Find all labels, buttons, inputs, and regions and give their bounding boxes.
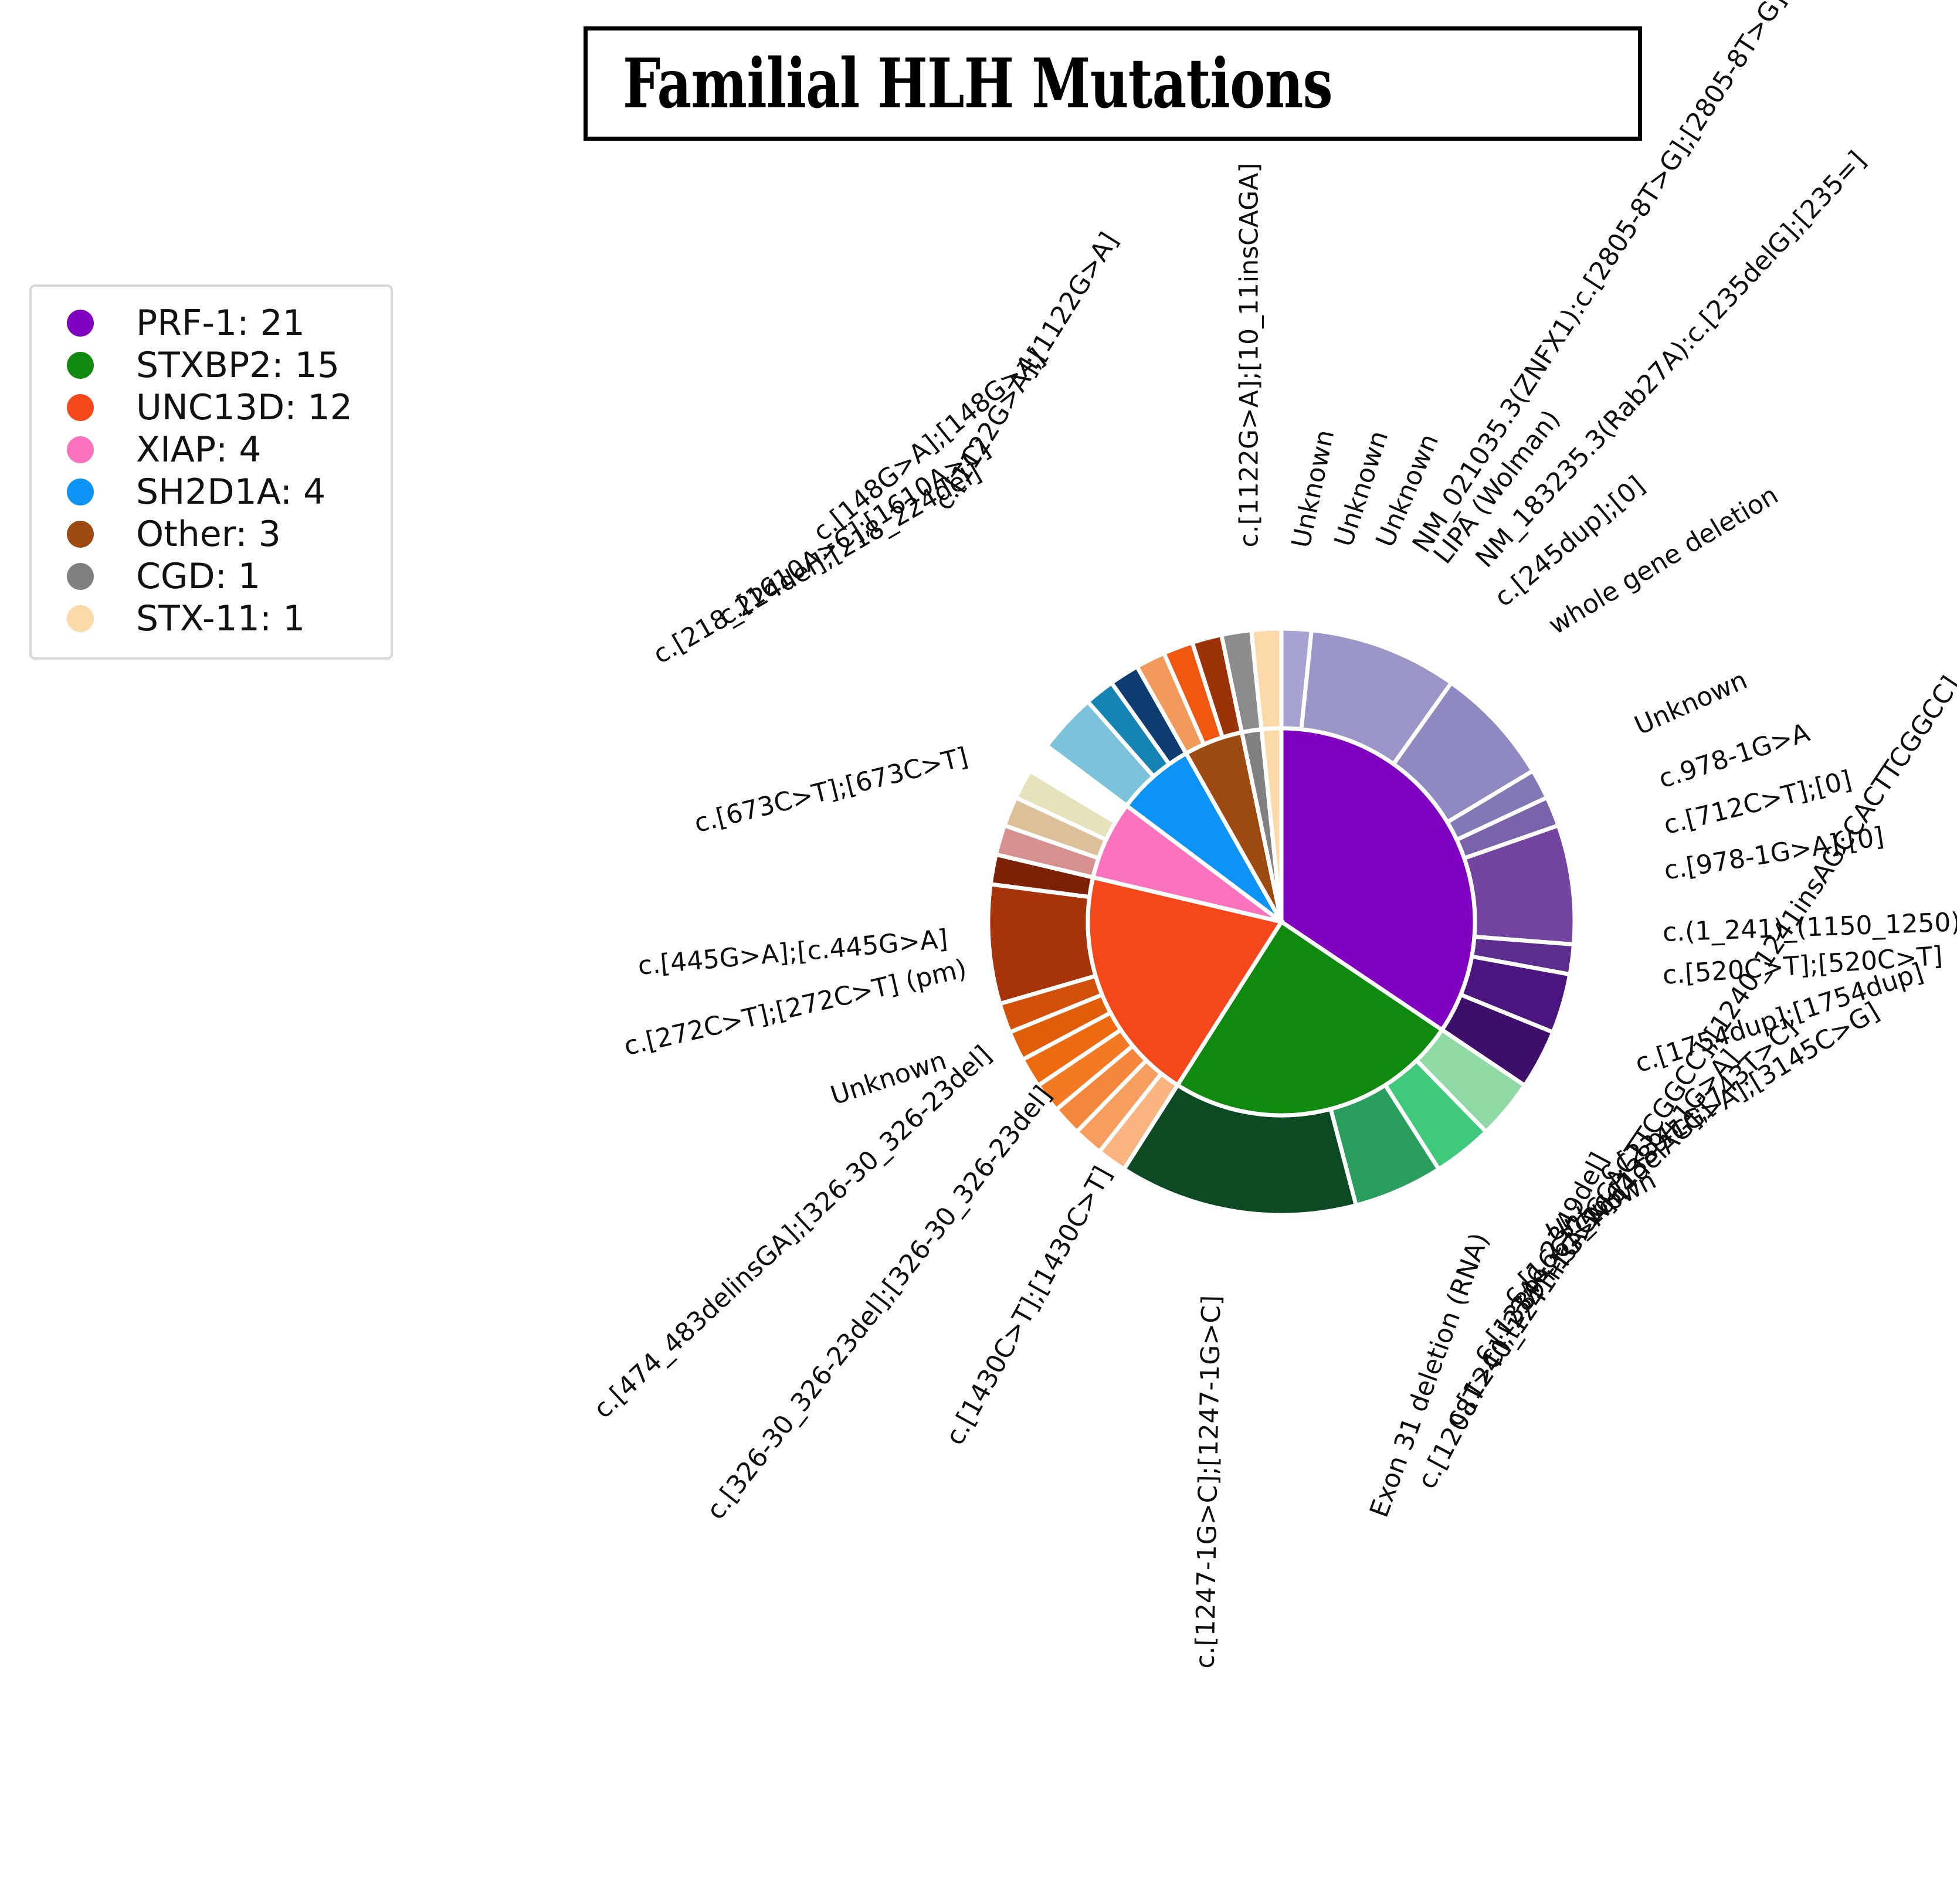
legend-item-stxbp2[interactable]: STXBP2: 15 (49, 344, 373, 386)
legend-swatch-icon (67, 352, 94, 379)
legend-item-unc13d[interactable]: UNC13D: 12 (49, 386, 373, 429)
chart-title-box: Familial HLH Mutations (584, 26, 1642, 141)
legend-swatch-icon (67, 521, 94, 548)
legend-swatch-icon (67, 478, 94, 505)
legend-item-label: XIAP: 4 (136, 429, 262, 470)
inner-wedge-2[interactable]: UNC13D: 12 (1086, 874, 1285, 1088)
legend-item-label: Other: 3 (136, 514, 281, 555)
legend-swatch-icon (67, 310, 94, 337)
inner-wedge-7[interactable]: STX-11: 1 (1259, 726, 1284, 922)
legend-item-label: CGD: 1 (136, 556, 261, 597)
legend-item-cgd[interactable]: CGD: 1 (49, 555, 373, 598)
legend-item-label: STX-11: 1 (136, 598, 306, 639)
sunburst-callout-label: c.[1122G>A];[10_11insCAGA] (1234, 162, 1264, 548)
inner-wedge-0[interactable]: PRF-1: 21 (1279, 726, 1477, 1033)
legend-item-label: UNC13D: 12 (136, 387, 352, 428)
legend-item-xiap[interactable]: XIAP: 4 (49, 429, 373, 471)
inner-wedge-1[interactable]: STXBP2: 15 (1175, 919, 1445, 1118)
legend-swatch-icon (67, 436, 94, 463)
legend-swatch-icon (67, 605, 94, 632)
legend-swatch-icon (67, 563, 94, 590)
legend-item-label: STXBP2: 15 (136, 345, 340, 386)
legend-item-sh2d1a[interactable]: SH2D1A: 4 (49, 471, 373, 513)
legend-item-stx-11[interactable]: STX-11: 1 (49, 598, 373, 640)
legend-item-label: SH2D1A: 4 (136, 471, 326, 513)
page-title: Familial HLH Mutations (623, 43, 1333, 124)
legend-item-prf-1[interactable]: PRF-1: 21 (49, 302, 373, 344)
legend-item-other[interactable]: Other: 3 (49, 513, 373, 555)
legend-swatch-icon (67, 394, 94, 421)
legend-item-label: PRF-1: 21 (136, 303, 305, 344)
